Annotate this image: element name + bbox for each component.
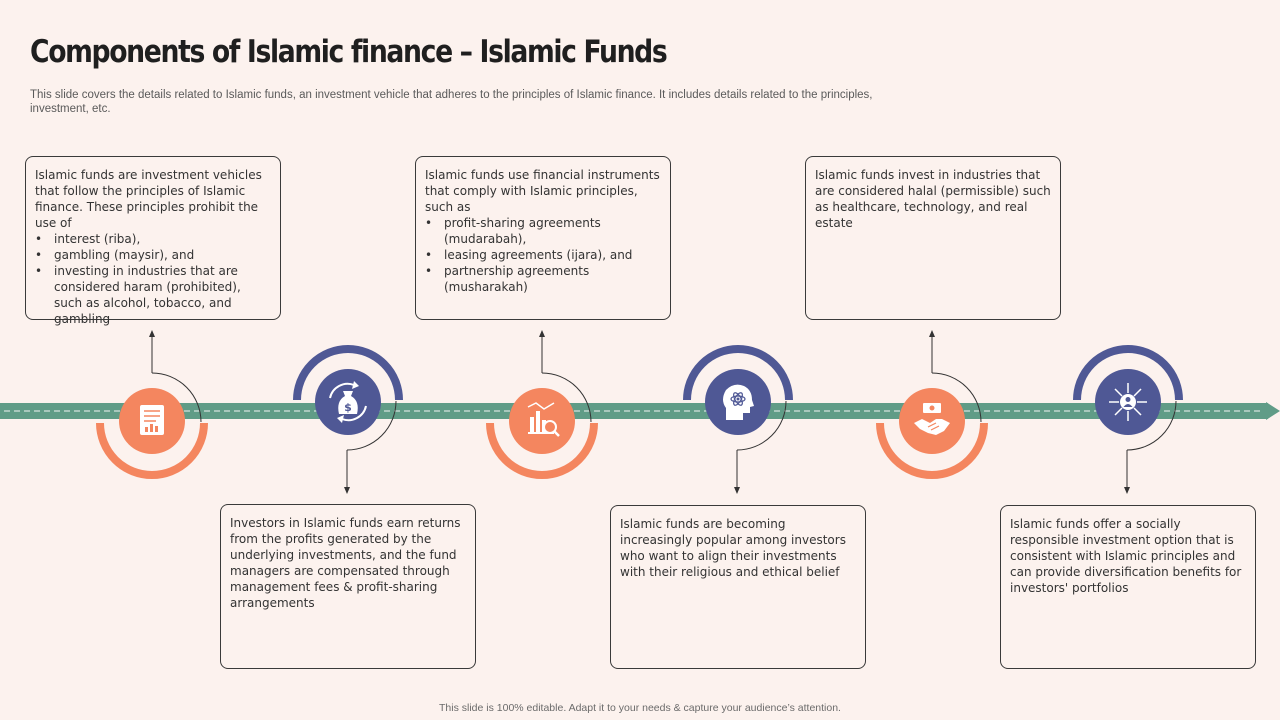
network-person-icon — [1109, 383, 1147, 421]
page-subtitle: This slide covers the details related to… — [30, 89, 873, 115]
timeline-arrowhead — [1266, 402, 1280, 420]
timeline-node-3 — [486, 330, 598, 479]
info-box-bullet-list: interest (riba), gambling (maysir), and … — [35, 231, 271, 327]
info-box-bottom-1: Investors in Islamic funds earn returns … — [220, 504, 476, 669]
money-bag-cycle-icon: $ — [329, 381, 367, 423]
info-box-top-2: Islamic funds use financial instruments … — [415, 156, 671, 320]
timeline-node-5 — [876, 330, 988, 479]
timeline-node-2 — [293, 345, 403, 494]
info-box-text: Investors in Islamic funds earn returns … — [230, 516, 461, 610]
head-atom-icon — [723, 384, 754, 420]
chart-magnifier-icon — [527, 402, 560, 437]
bullet-item: profit-sharing agreements (mudarabah), — [425, 215, 661, 247]
timeline-node-4 — [683, 345, 793, 494]
handshake-deal-icon — [914, 403, 950, 435]
info-box-bottom-2: Islamic funds are becoming increasingly … — [610, 505, 866, 669]
info-box-bottom-3: Islamic funds offer a socially responsib… — [1000, 505, 1256, 669]
footer-note: This slide is 100% editable. Adapt it to… — [439, 702, 841, 714]
report-document-icon — [140, 405, 164, 435]
info-box-text: Islamic funds invest in industries that … — [815, 168, 1051, 230]
svg-text:$: $ — [344, 401, 352, 414]
info-box-top-1: Islamic funds are investment vehicles th… — [25, 156, 281, 326]
bullet-item: gambling (maysir), and — [35, 247, 271, 263]
page-title: Components of Islamic finance – Islamic … — [30, 34, 668, 70]
bullet-item: leasing agreements (ijara), and — [425, 247, 661, 263]
info-box-bullet-list: profit-sharing agreements (mudarabah), l… — [425, 215, 661, 295]
bullet-item: partnership agreements (musharakah) — [425, 263, 661, 295]
timeline-node-1 — [96, 330, 208, 479]
info-box-intro: Islamic funds use financial instruments … — [425, 168, 660, 214]
timeline-node-6 — [1073, 345, 1183, 494]
info-box-top-3: Islamic funds invest in industries that … — [805, 156, 1061, 320]
info-box-text: Islamic funds are becoming increasingly … — [620, 517, 846, 579]
bullet-item: investing in industries that are conside… — [35, 263, 271, 327]
bullet-item: interest (riba), — [35, 231, 271, 247]
info-box-text: Islamic funds offer a socially responsib… — [1010, 517, 1242, 595]
info-box-intro: Islamic funds are investment vehicles th… — [35, 168, 262, 230]
